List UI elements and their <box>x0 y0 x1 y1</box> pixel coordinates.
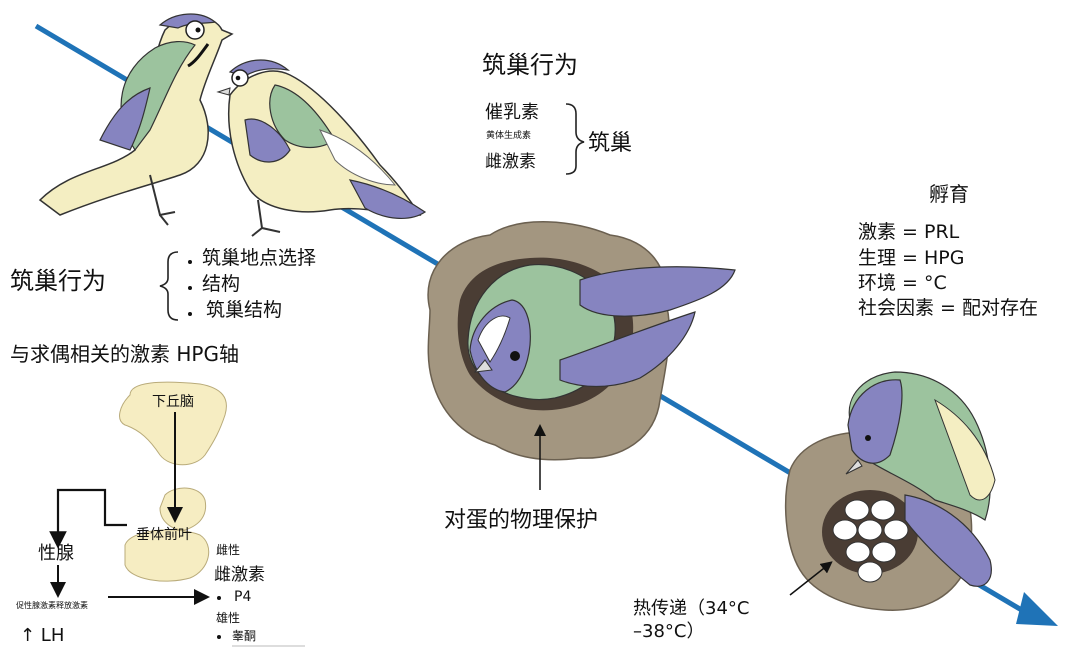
left-section-title: 筑巢行为 <box>10 268 106 296</box>
behavior-bullet: 筑巢结构 <box>206 300 282 322</box>
hypothalamus-label: 下丘脑 <box>152 394 194 410</box>
incubation-illustration <box>786 372 995 610</box>
bullet-dot <box>188 312 192 316</box>
behavior-bullet: 结构 <box>202 274 240 296</box>
hormone-prl-label: 催乳素 <box>485 103 539 124</box>
top-section-title: 筑巢行为 <box>482 52 578 80</box>
hpg-axis-title: 与求偶相关的激素 HPG轴 <box>10 343 239 366</box>
testosterone-label: 睾酮 <box>232 630 256 644</box>
incubation-item: 生理 = HPG <box>858 248 964 270</box>
behavior-bullet: 筑巢地点选择 <box>202 248 316 270</box>
nest-protection-caption: 对蛋的物理保护 <box>444 508 598 533</box>
estrogen-label: 雌激素 <box>214 566 265 586</box>
hpg-axis-schematic <box>58 382 305 646</box>
male-label: 雄性 <box>216 612 240 626</box>
p4-label: P4 <box>234 589 251 605</box>
gnrh-label: 促性腺激素释放激素 <box>16 601 88 610</box>
incubation-item: 激素 = PRL <box>858 222 959 244</box>
gonad-label: 性腺 <box>38 544 74 565</box>
bullet-dot <box>188 260 192 264</box>
hormone-e2-label: 雌激素 <box>485 153 536 173</box>
lh-increase-label: ↑ LH <box>20 626 64 647</box>
female-label: 雌性 <box>216 544 240 558</box>
hormone-lh-label: 黄体生成素 <box>486 131 531 141</box>
nest-building-illustration <box>428 222 735 490</box>
pituitary-label: 垂体前叶 <box>136 527 192 543</box>
hormone-brace <box>566 104 584 174</box>
nesting-result-label: 筑巢 <box>588 131 632 156</box>
incubation-title: 孵育 <box>929 183 969 206</box>
timeline-arrowhead <box>1016 592 1058 626</box>
behavior-brace <box>160 252 178 320</box>
bullet-dot <box>188 286 192 290</box>
heat-transfer-caption: 热传递（34°C –38°C） <box>633 597 763 644</box>
courting-birds-illustration <box>40 14 425 236</box>
incubation-item: 环境 = °C <box>858 273 947 295</box>
incubation-item: 社会因素 = 配对存在 <box>858 298 1038 320</box>
